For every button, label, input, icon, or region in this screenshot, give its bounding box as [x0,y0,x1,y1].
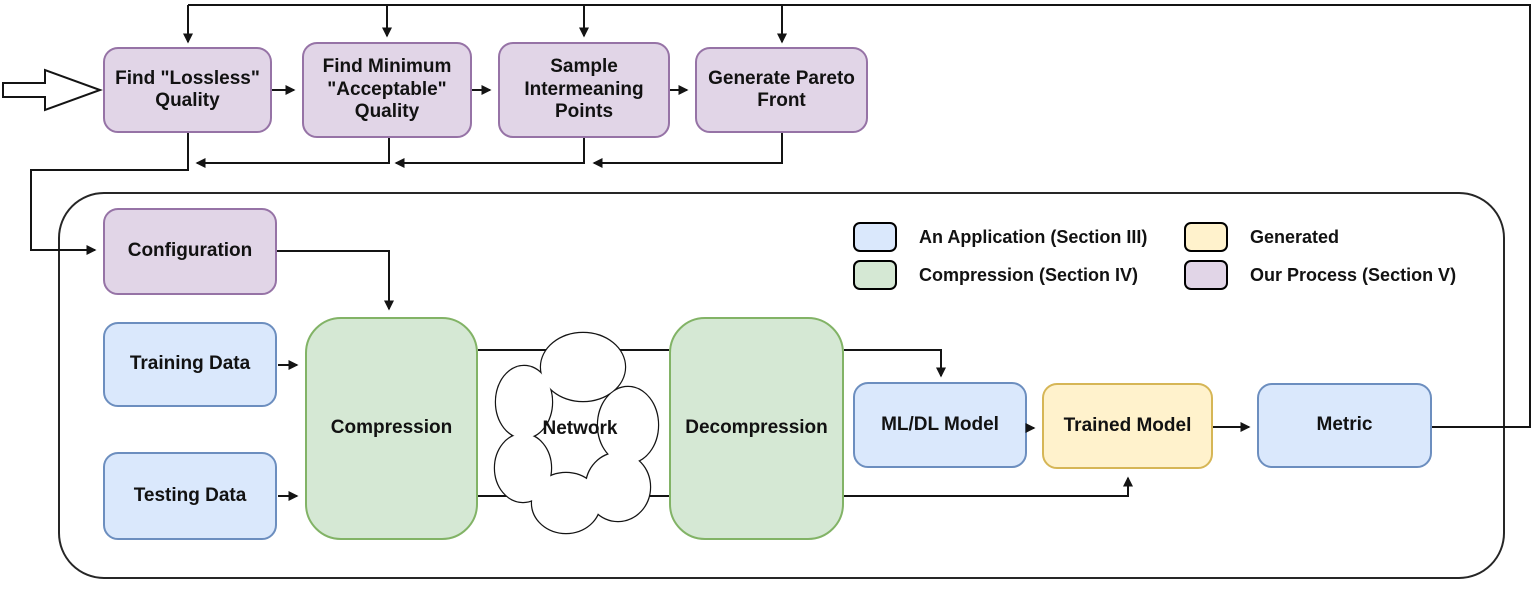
node-sample-intermeaning-points: Sample Intermeaning Points [498,42,670,138]
node-label: Find "Lossless" Quality [115,67,260,111]
node-label: Find Minimum "Acceptable" Quality [322,56,452,123]
node-find-lossless-quality: Find "Lossless" Quality [103,47,272,133]
node-training-data: Training Data [103,322,277,407]
node-label: Generate Pareto Front [708,67,855,111]
node-label: Trained Model [1063,414,1192,436]
node-trained-model: Trained Model [1042,383,1213,469]
legend-swatch-application [853,222,897,252]
legend-label-generated: Generated [1250,226,1340,247]
node-compression: Compression [305,317,478,540]
node-generate-pareto-front: Generate Pareto Front [695,47,868,133]
arrow-acceptable-back [195,138,390,168]
legend-label-application: An Application (Section III) [919,226,1148,247]
legend-label-our-process: Our Process (Section V) [1250,264,1457,285]
node-label: Testing Data [133,484,247,506]
node-label: ML/DL Model [881,413,999,435]
node-label: Sample Intermeaning Points [524,56,644,123]
legend-label-compression: Compression (Section IV) [919,264,1139,285]
node-label: Configuration [127,240,253,262]
node-label: Compression [330,417,453,439]
flow-input-arrow [2,68,103,112]
legend: An Application (Section III) Generated C… [853,222,1456,290]
network-cloud-label: Network [542,418,618,439]
node-find-minimum-acceptable-quality: Find Minimum "Acceptable" Quality [302,42,472,138]
node-label: Decompression [685,417,828,439]
node-label: Training Data [129,353,251,375]
legend-swatch-generated [1184,222,1228,252]
node-configuration: Configuration [103,208,277,295]
arrow-sample-back [394,138,585,168]
node-mldl-model: ML/DL Model [853,382,1027,468]
node-metric: Metric [1257,383,1432,468]
legend-swatch-our-process [1184,260,1228,290]
node-decompression: Decompression [669,317,844,540]
node-label: Metric [1316,414,1373,436]
legend-swatch-compression [853,260,897,290]
node-testing-data: Testing Data [103,452,277,540]
